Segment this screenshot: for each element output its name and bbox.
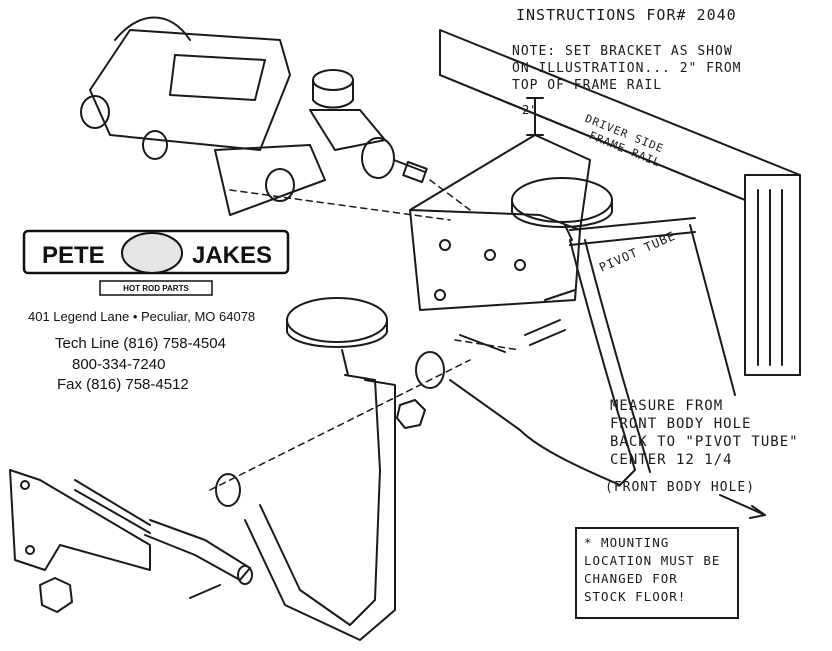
dimension-label: 2" xyxy=(522,103,539,117)
pivot-tube xyxy=(569,217,696,246)
logo-tagline: HOT ROD PARTS xyxy=(123,284,189,293)
rear-bracket xyxy=(9,469,253,585)
hardware xyxy=(39,289,576,613)
mounting-line-1: * MOUNTING xyxy=(584,535,670,550)
mounting-line-3: CHANGED FOR xyxy=(584,571,678,586)
mounting-note-box xyxy=(575,527,739,619)
measure-line-1: MEASURE FROM xyxy=(610,398,724,414)
frame-rail xyxy=(439,29,801,376)
measure-line-2: FRONT BODY HOLE xyxy=(610,416,752,432)
measure-line-3: BACK TO "PIVOT TUBE" xyxy=(610,434,799,450)
tech-line: Tech Line (816) 758-4504 xyxy=(55,335,226,352)
car-emblem-icon xyxy=(121,232,183,274)
master-cylinder xyxy=(80,16,428,216)
upper-pedal xyxy=(449,177,651,486)
company-address: 401 Legend Lane • Peculiar, MO 64078 xyxy=(28,309,256,324)
pedal-bracket xyxy=(409,134,591,311)
bracket-note-line-1: NOTE: SET BRACKET AS SHOW xyxy=(512,44,733,59)
company-logo: PETE JAKES HOT ROD PARTS xyxy=(22,229,290,296)
mounting-line-2: LOCATION MUST BE xyxy=(584,553,721,568)
front-body-hole-label: (FRONT BODY HOLE) xyxy=(605,480,756,495)
bracket-note-line-2: ON ILLUSTRATION... 2" FROM xyxy=(512,61,742,76)
fax-number: Fax (816) 758-4512 xyxy=(57,376,189,393)
lower-pedal xyxy=(215,297,445,641)
mounting-line-4: STOCK FLOOR! xyxy=(584,589,687,604)
measure-line-4: CENTER 12 1/4 xyxy=(610,452,733,468)
logo-word-right: JAKES xyxy=(192,242,272,269)
instructions-title: INSTRUCTIONS FOR# 2040 xyxy=(516,6,737,24)
bracket-note-line-3: TOP OF FRAME RAIL xyxy=(512,78,663,93)
measure-leader xyxy=(689,224,766,519)
logo-word-left: PETE xyxy=(42,242,105,269)
toll-free-number: 800-334-7240 xyxy=(72,356,166,373)
